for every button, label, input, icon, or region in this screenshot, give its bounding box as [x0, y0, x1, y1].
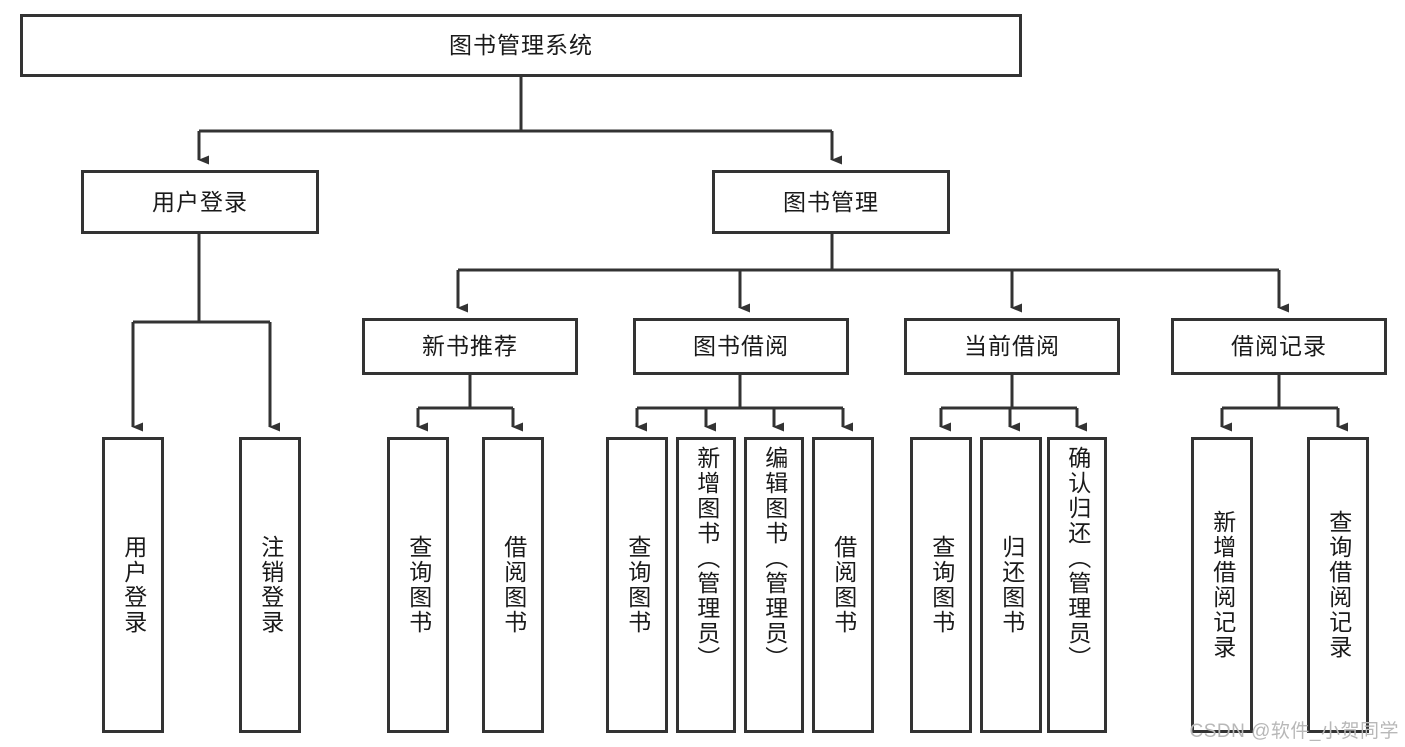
- node-label: 用户登录: [152, 188, 248, 215]
- node-label: 借阅图书: [830, 535, 857, 635]
- leaf-query-borrow-record[interactable]: 查询借阅记录: [1307, 437, 1369, 733]
- node-label: 图书借阅: [693, 333, 789, 360]
- node-label: 借阅图书: [500, 535, 527, 635]
- node-label: 图书管理: [783, 188, 879, 215]
- leaf-query-book-current[interactable]: 查询图书: [910, 437, 972, 733]
- node-label: 注销登录: [257, 535, 284, 635]
- leaf-return-book[interactable]: 归还图书: [980, 437, 1042, 733]
- node-borrow-record[interactable]: 借阅记录: [1171, 318, 1387, 375]
- leaf-logout-login[interactable]: 注销登录: [239, 437, 301, 733]
- node-label: 新书推荐: [422, 333, 518, 360]
- node-label: 查询图书: [928, 535, 955, 635]
- node-book-borrow[interactable]: 图书借阅: [633, 318, 849, 375]
- node-label: 查询借阅记录: [1325, 510, 1352, 660]
- leaf-add-book-admin[interactable]: 新增图书（管理员）: [676, 437, 736, 733]
- node-label: 查询图书: [405, 535, 432, 635]
- leaf-add-borrow-record[interactable]: 新增借阅记录: [1191, 437, 1253, 733]
- node-label: 图书管理系统: [449, 32, 593, 59]
- node-new-book-recommend[interactable]: 新书推荐: [362, 318, 578, 375]
- node-label: 用户登录: [120, 535, 147, 635]
- node-label: 当前借阅: [964, 333, 1060, 360]
- node-user-login[interactable]: 用户登录: [81, 170, 319, 234]
- leaf-borrow-book-recommend[interactable]: 借阅图书: [482, 437, 544, 733]
- node-label: 确认归还（管理员）: [1064, 446, 1091, 671]
- node-label: 归还图书: [998, 535, 1025, 635]
- leaf-edit-book-admin[interactable]: 编辑图书（管理员）: [744, 437, 804, 733]
- watermark-text: CSDN @软件_小贺同学: [1189, 721, 1399, 742]
- leaf-borrow-book[interactable]: 借阅图书: [812, 437, 874, 733]
- node-label: 查询图书: [624, 535, 651, 635]
- leaf-confirm-return-admin[interactable]: 确认归还（管理员）: [1047, 437, 1107, 733]
- node-label: 新增借阅记录: [1209, 510, 1236, 660]
- node-book-management-system[interactable]: 图书管理系统: [20, 14, 1022, 77]
- node-current-borrow[interactable]: 当前借阅: [904, 318, 1120, 375]
- node-label: 编辑图书（管理员）: [761, 446, 788, 671]
- node-label: 新增图书（管理员）: [693, 446, 720, 671]
- leaf-user-login[interactable]: 用户登录: [102, 437, 164, 733]
- node-book-management[interactable]: 图书管理: [712, 170, 950, 234]
- leaf-query-book-borrow[interactable]: 查询图书: [606, 437, 668, 733]
- node-label: 借阅记录: [1231, 333, 1327, 360]
- leaf-query-book-recommend[interactable]: 查询图书: [387, 437, 449, 733]
